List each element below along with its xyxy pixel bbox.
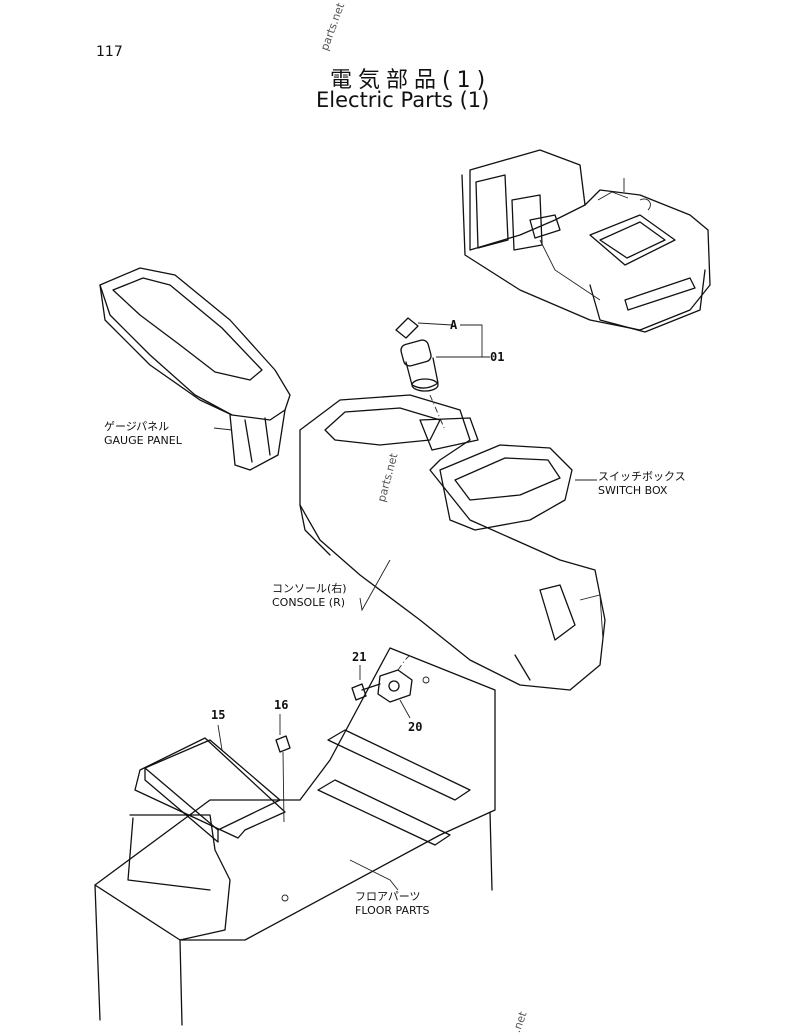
key-switch-drawing bbox=[395, 317, 446, 431]
floor-parts-drawing bbox=[94, 647, 496, 1026]
page-number: 117 bbox=[96, 44, 123, 60]
leader-lines bbox=[213, 322, 597, 891]
page-title-japanese: 電気部品(1) bbox=[330, 68, 492, 93]
part-number-01: 01 bbox=[490, 350, 505, 364]
part-number-21: 21 bbox=[352, 650, 367, 664]
callout-gauge-panel: ゲージパネル GAUGE PANEL bbox=[104, 420, 182, 448]
callout-floor-parts-jp: フロアパーツ bbox=[355, 890, 421, 903]
callout-console-r-jp: コンソール(右) bbox=[272, 582, 347, 595]
callout-gauge-panel-en: GAUGE PANEL bbox=[104, 434, 182, 447]
part-label-a: A bbox=[450, 318, 458, 332]
page-title-english: Electric Parts (1) bbox=[316, 88, 490, 112]
callout-console-r: コンソール(右) CONSOLE (R) bbox=[272, 582, 347, 610]
part-number-20: 20 bbox=[408, 720, 423, 734]
hardware-drawing bbox=[275, 654, 413, 823]
console-drawing bbox=[299, 394, 606, 691]
callout-switch-box-jp: スイッチボックス bbox=[598, 470, 686, 483]
callout-gauge-panel-jp: ゲージパネル bbox=[104, 420, 170, 433]
part-number-15: 15 bbox=[211, 708, 226, 722]
excavator-overview bbox=[461, 149, 711, 333]
callout-switch-box-en: SWITCH BOX bbox=[598, 484, 668, 497]
callout-floor-parts-en: FLOOR PARTS bbox=[355, 904, 430, 917]
gauge-panel-drawing bbox=[99, 267, 291, 471]
callout-console-r-en: CONSOLE (R) bbox=[272, 596, 346, 609]
callout-switch-box: スイッチボックス SWITCH BOX bbox=[598, 470, 686, 498]
part-number-16: 16 bbox=[274, 698, 289, 712]
callout-floor-parts: フロアパーツ FLOOR PARTS bbox=[355, 890, 430, 918]
